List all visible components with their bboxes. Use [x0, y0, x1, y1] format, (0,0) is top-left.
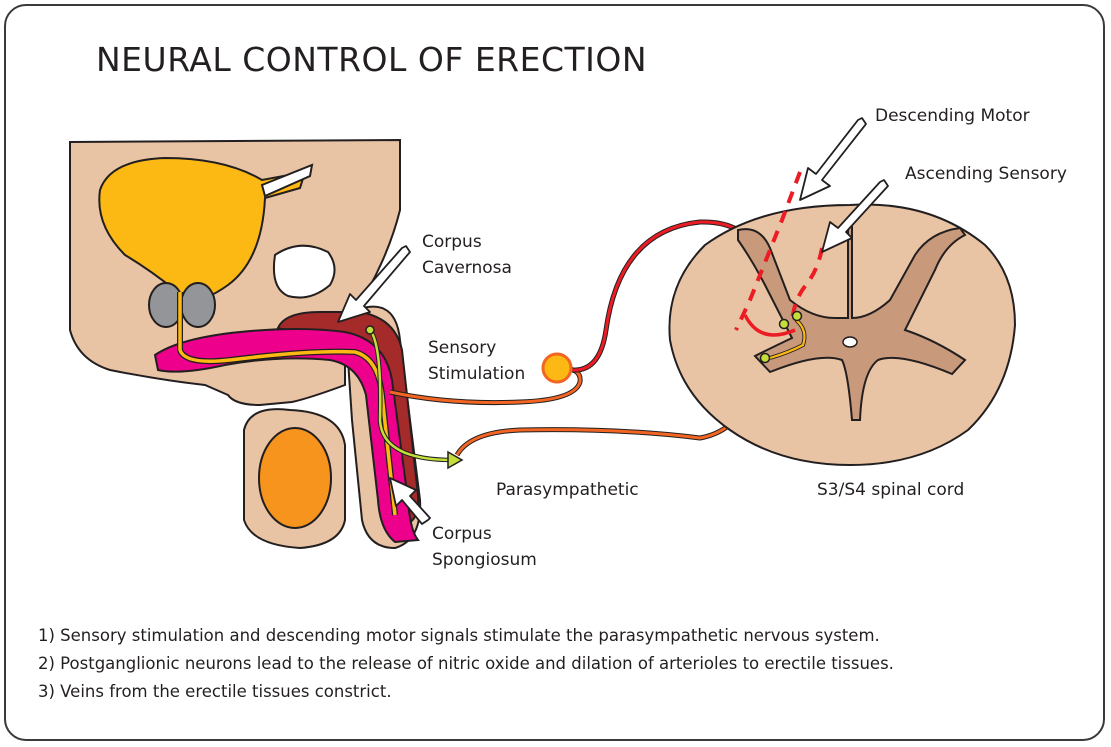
arrow-descending-motor — [800, 118, 866, 200]
label-spinal-cord: S3/S4 spinal cord — [817, 478, 964, 503]
label-descending-motor: Descending Motor — [875, 104, 1030, 129]
note-item: 1) Sensory stimulation and descending mo… — [38, 622, 894, 650]
label-corpus-spongiosum-line1: Corpus — [432, 522, 492, 547]
note-item: 3) Veins from the erectile tissues const… — [38, 678, 894, 706]
label-sensory-stimulation-line1: Sensory — [428, 336, 496, 361]
label-ascending-sensory: Ascending Sensory — [905, 162, 1067, 187]
prostate-right — [181, 283, 215, 327]
label-corpus-cavernosa-line2: Cavernosa — [422, 256, 512, 281]
label-parasympathetic: Parasympathetic — [496, 478, 639, 503]
testis — [259, 428, 331, 528]
label-sensory-stimulation-line2: Stimulation — [428, 362, 525, 387]
notes-list: 1) Sensory stimulation and descending mo… — [38, 622, 894, 706]
label-corpus-spongiosum-line2: Spongiosum — [432, 548, 537, 573]
label-corpus-cavernosa-line1: Corpus — [422, 230, 482, 255]
note-item: 2) Postganglionic neurons lead to the re… — [38, 650, 894, 678]
central-canal — [843, 337, 857, 347]
dorsal-root-ganglion — [543, 354, 571, 382]
